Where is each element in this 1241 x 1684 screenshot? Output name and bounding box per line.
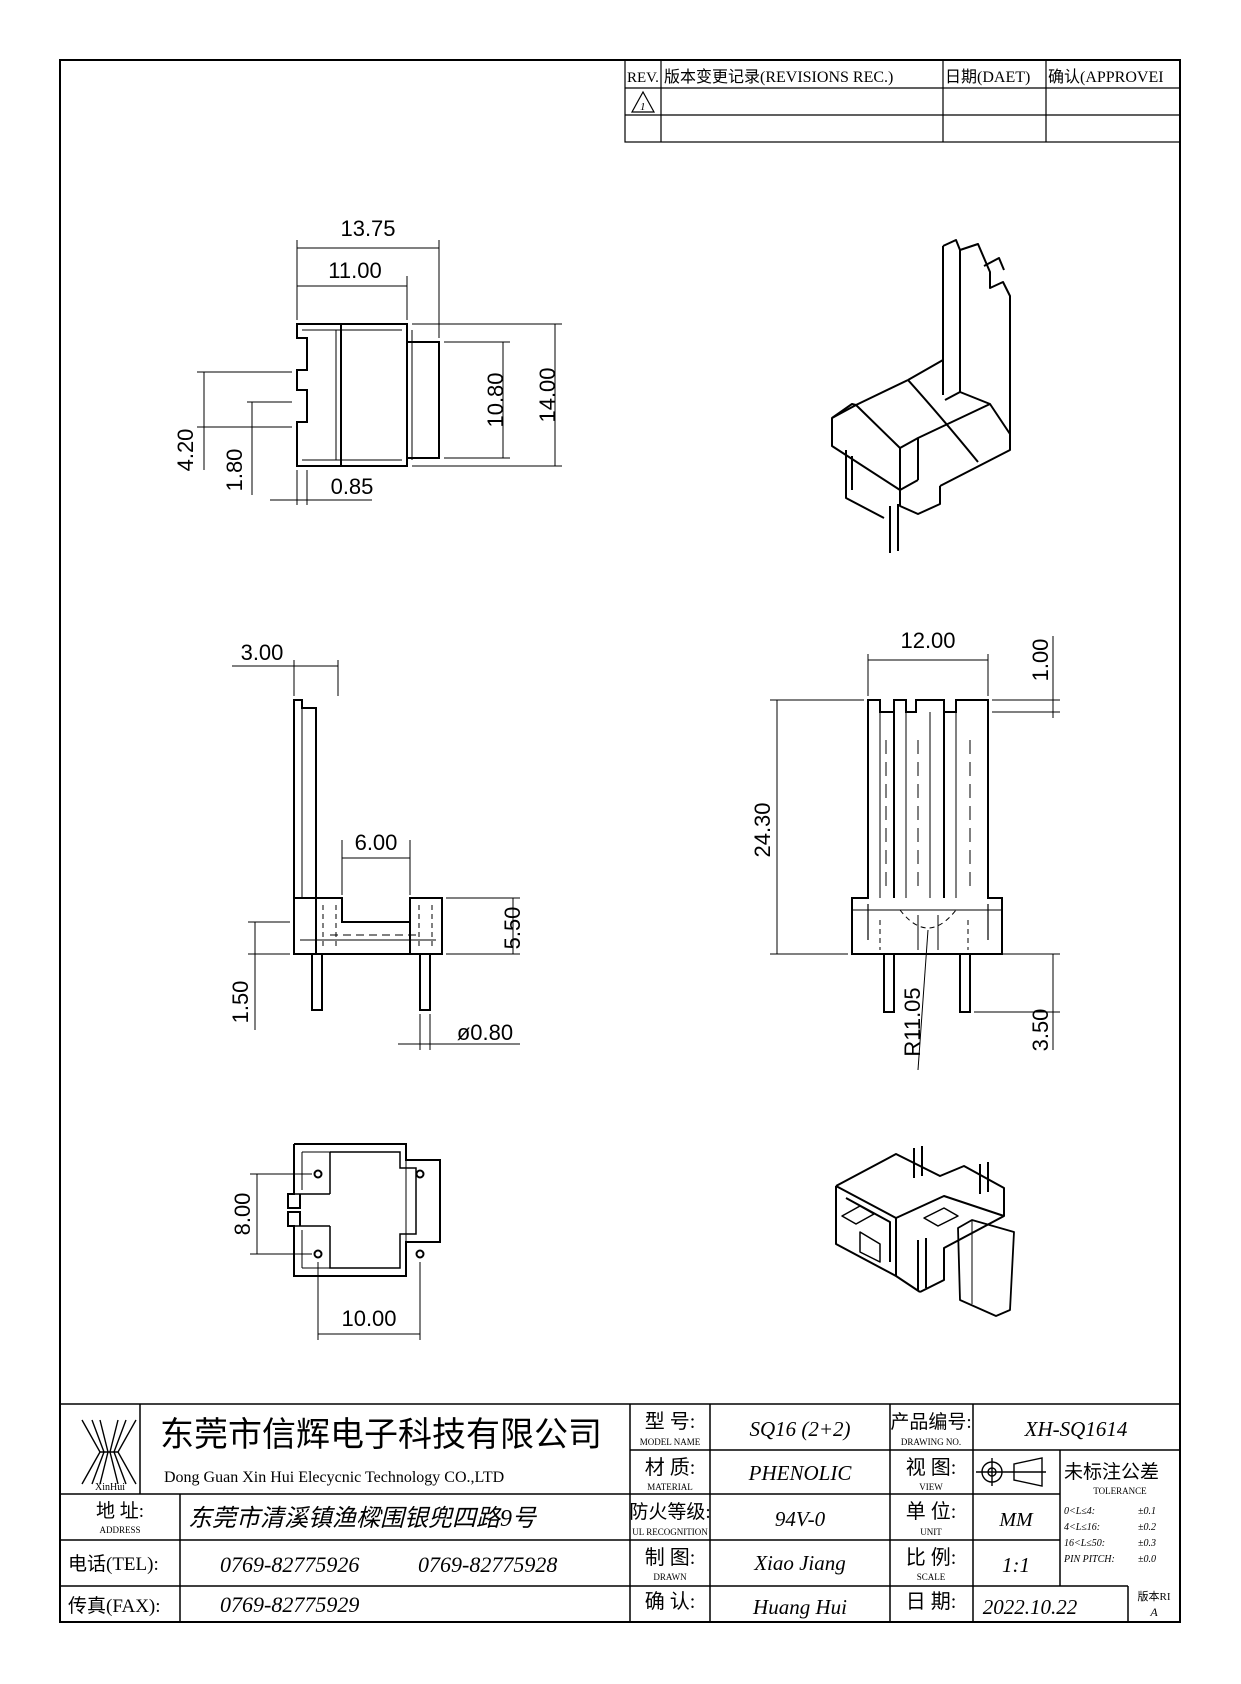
projection-symbol-icon — [976, 1457, 1046, 1487]
address-value: 东莞市清溪镇渔樑围银兜四路9号 — [188, 1505, 538, 1532]
model-value: SQ16 (2+2) — [749, 1417, 850, 1441]
tolerance-value-2: ±0.2 — [1138, 1522, 1156, 1533]
model-label-en: MODEL NAME — [640, 1437, 701, 1447]
dim-side-wall-thickness: 3.00 — [241, 640, 284, 665]
tolerance-range-3: 16<L≤50: — [1064, 1538, 1105, 1549]
dim-front-top-step: 1.00 — [1028, 639, 1053, 682]
dim-top-overall-length: 13.75 — [340, 216, 395, 241]
rev-header: REV. — [627, 70, 659, 86]
company-name-en: Dong Guan Xin Hui Elecycnic Technology C… — [164, 1469, 504, 1486]
dim-front-pin-length: 3.50 — [1028, 1009, 1053, 1052]
top-view-dims — [197, 240, 562, 505]
front-view — [851, 699, 1003, 1013]
dim-side-recess-length: 6.00 — [355, 830, 398, 855]
iso-view-bottom — [835, 1146, 1015, 1317]
dim-side-pin-diameter: ø0.80 — [457, 1020, 513, 1045]
drawing-no-label-en: DRAWING NO. — [901, 1437, 961, 1447]
dim-top-inner-width: 10.80 — [483, 372, 508, 427]
front-view-dims — [770, 636, 1060, 1071]
tel-label: 电话(TEL): — [68, 1553, 159, 1575]
tolerance-value-1: ±0.1 — [1138, 1506, 1156, 1517]
bottom-view — [287, 1143, 441, 1277]
title-block-grid — [60, 1403, 1180, 1622]
dim-front-height: 24.30 — [750, 802, 775, 857]
revision-triangle-icon — [630, 90, 656, 113]
date-header: 日期(DAET) — [945, 68, 1030, 86]
dim-bottom-pin-spacing-y: 8.00 — [230, 1193, 255, 1236]
drawing-no-value: XH-SQ1614 — [1024, 1417, 1128, 1441]
tel-value-1: 0769-82775926 — [220, 1552, 359, 1577]
date-label: 日 期: — [906, 1591, 957, 1613]
version-value: A — [1149, 1605, 1158, 1619]
date-value: 2022.10.22 — [983, 1595, 1078, 1619]
logo-text: XinHui — [95, 1482, 125, 1493]
top-view — [296, 323, 440, 467]
scale-label-en: SCALE — [917, 1572, 946, 1582]
dim-top-overall-width: 14.00 — [535, 367, 560, 422]
iso-view-top — [831, 239, 1011, 553]
flame-value: 94V-0 — [775, 1507, 826, 1531]
dim-side-base-offset: 1.50 — [228, 981, 253, 1024]
fax-value: 0769-82775929 — [220, 1592, 359, 1617]
revision-table — [624, 59, 1181, 143]
unit-value: MM — [998, 1509, 1034, 1531]
dim-top-body-length: 11.00 — [328, 258, 381, 283]
unit-label: 单 位: — [906, 1500, 957, 1523]
drawn-label-en: DRAWN — [653, 1572, 687, 1582]
drawn-label: 制 图: — [645, 1546, 696, 1569]
version-label: 版本RI — [1138, 1589, 1171, 1603]
model-label: 型 号: — [645, 1410, 696, 1433]
drawing-no-label: 产品编号: — [890, 1411, 971, 1433]
scale-label: 比 例: — [906, 1546, 957, 1569]
unit-label-en: UNIT — [920, 1527, 942, 1537]
view-label-en: VIEW — [919, 1482, 943, 1492]
drawn-value: Xiao Jiang — [753, 1551, 846, 1575]
scale-value: 1:1 — [1002, 1553, 1030, 1577]
dim-bottom-pin-spacing-x: 10.00 — [341, 1306, 396, 1331]
flame-label-en: UL RECOGNITION — [632, 1527, 708, 1537]
company-logo — [81, 1419, 137, 1485]
tolerance-value-4: ±0.0 — [1138, 1554, 1156, 1565]
approve-header: 确认(APPROVEI — [1048, 68, 1164, 86]
view-label: 视 图: — [906, 1456, 957, 1479]
tolerance-title: 未标注公差 — [1064, 1461, 1159, 1483]
flame-label: 防火等级: — [629, 1501, 710, 1523]
material-value: PHENOLIC — [748, 1461, 853, 1485]
tolerance-range-1: 0<L≤4: — [1064, 1506, 1095, 1517]
sheet-border — [59, 59, 1181, 1623]
tolerance-title-en: TOLERANCE — [1093, 1486, 1147, 1496]
tel-value-2: 0769-82775928 — [418, 1552, 557, 1577]
fax-label: 传真(FAX): — [68, 1595, 161, 1617]
dim-top-slot-depth: 0.85 — [331, 474, 374, 499]
dim-front-radius: R11.05 — [900, 987, 925, 1056]
address-label: 地 址: — [96, 1500, 144, 1522]
company-name-cn: 东莞市信辉电子科技有限公司 — [160, 1416, 602, 1454]
side-view — [293, 699, 443, 1011]
tolerance-range-2: 4<L≤16: — [1064, 1522, 1100, 1533]
check-label: 确 认: — [645, 1590, 696, 1613]
material-label-en: MATERIAL — [647, 1482, 693, 1492]
material-label: 材 质: — [645, 1456, 696, 1479]
dim-side-base-height: 5.50 — [500, 907, 525, 950]
revision-record-header: 版本变更记录(REVISIONS REC.) — [664, 68, 893, 86]
address-label-en: ADDRESS — [99, 1525, 140, 1535]
checked-value: Huang Hui — [752, 1595, 847, 1619]
rev-mark: 1 — [640, 101, 646, 113]
dim-top-slot-width: 1.80 — [222, 449, 247, 492]
tolerance-value-3: ±0.3 — [1138, 1538, 1156, 1549]
bottom-view-dims — [250, 1173, 421, 1340]
tolerance-range-4: PIN PITCH: — [1063, 1554, 1115, 1565]
dim-top-slot-span: 4.20 — [173, 429, 198, 472]
side-view-dims — [232, 660, 520, 1050]
dim-front-width: 12.00 — [900, 628, 955, 653]
